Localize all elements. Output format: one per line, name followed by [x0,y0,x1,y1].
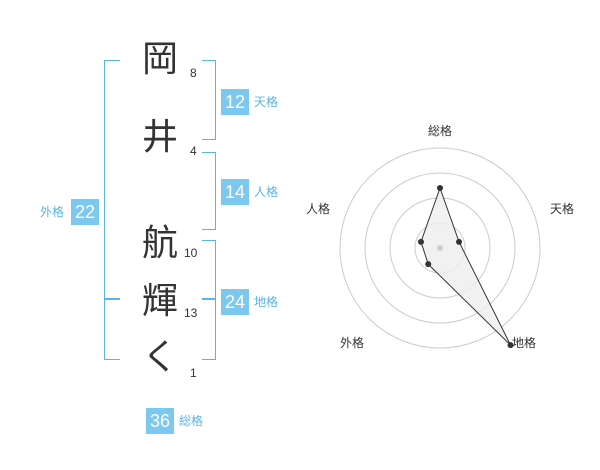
stroke-count-4: 13 [184,306,198,320]
tenkaku-value: 12 [221,89,249,115]
soukaku-value: 36 [146,408,174,434]
gaikaku-label: 外格 [40,205,65,219]
name-char-5: く [141,337,178,378]
chikaku-bracket-tick [202,298,216,300]
radar-point-4 [425,261,432,268]
soukaku-label: 総格 [179,414,204,428]
radar-point-2 [456,238,463,245]
radar-axis-label-chikaku: 地格 [512,335,536,350]
name-char-4: 輝 [141,281,178,322]
radar-axis-label-gaikaku: 外格 [340,335,364,350]
name-char-2: 井 [141,117,178,158]
radar-grid [339,147,541,349]
stroke-count-5: 1 [190,366,197,380]
stroke-count-1: 8 [190,66,197,80]
gaikaku-value: 22 [71,199,99,225]
stroke-count-3: 10 [184,246,198,260]
radar-axis-label-soukaku: 総格 [428,123,452,138]
chikaku-value: 24 [221,289,249,315]
radar-axis-label-jinkaku: 人格 [306,201,330,216]
chikaku-bracket [202,240,216,360]
tenkaku-label: 天格 [254,95,279,109]
jinkaku-value: 14 [221,179,249,205]
radar-point-5 [417,238,424,245]
radar-points [417,185,514,349]
stroke-count-2: 4 [190,144,197,158]
jinkaku-label: 人格 [254,185,279,199]
tenkaku-bracket [202,60,216,140]
radar-ring-4 [339,147,541,349]
gaikaku-bracket-tick [104,298,120,300]
radar-center-dot [437,245,443,251]
chikaku-label: 地格 [254,295,279,309]
radar-point-3 [507,342,514,349]
radar-series-shape [420,186,511,346]
radar-point-1 [437,185,443,191]
name-char-1: 岡 [141,39,178,80]
gaikaku-bracket [104,60,120,360]
jinkaku-bracket [202,152,216,230]
radar-ring-3 [364,172,516,324]
radar-axis-label-tenkaku: 天格 [550,201,574,216]
name-char-3: 航 [141,223,178,264]
